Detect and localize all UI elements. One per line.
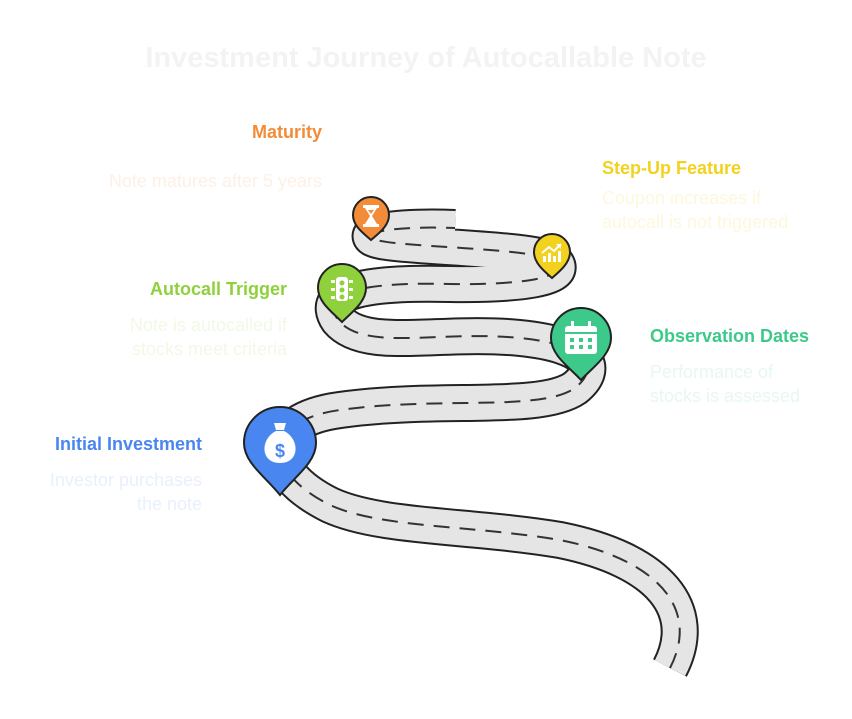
label-autocall: Autocall Trigger: [149, 279, 287, 299]
marker-step-up: [532, 233, 572, 280]
label-initial: Initial Investment: [54, 434, 202, 454]
calendar-icon: [565, 321, 597, 354]
chart-up-icon: [541, 243, 562, 262]
marker-observation: [549, 307, 613, 382]
description-autocall: Note is autocalled if stocks meet criter…: [60, 313, 287, 361]
description-step-up-line: Coupon increases if: [602, 188, 762, 208]
description-autocall-line: stocks meet criteria: [131, 339, 287, 359]
marker-initial: $: [242, 406, 318, 497]
label-maturity: Maturity: [251, 122, 322, 142]
description-observation: Performance of stocks is assessed: [650, 360, 845, 408]
money-bag-icon: $: [264, 423, 296, 463]
description-observation-line: stocks is assessed: [650, 386, 801, 406]
svg-text:$: $: [275, 441, 285, 461]
description-maturity-line: Note matures after 5 years: [108, 171, 322, 191]
hourglass-icon: [363, 205, 379, 227]
description-observation-line: Performance of: [650, 362, 774, 382]
marker-autocall: [316, 263, 368, 324]
label-step-up: Step-Up Feature: [602, 158, 742, 178]
diagram-title: Investment Journey of Autocallable Note: [145, 42, 707, 74]
description-initial-line: the note: [136, 494, 202, 514]
description-maturity: Note matures after 5 years: [40, 169, 322, 193]
marker-maturity: [351, 196, 391, 242]
description-step-up: Coupon increases if autocall is not trig…: [602, 186, 842, 234]
description-initial: Investor purchases the note: [20, 468, 202, 516]
description-step-up-line: autocall is not triggered: [602, 212, 789, 232]
label-observation: Observation Dates: [650, 326, 810, 346]
description-autocall-line: Note is autocalled if: [129, 315, 287, 335]
description-initial-line: Investor purchases: [49, 470, 202, 490]
traffic-light-icon: [331, 277, 353, 301]
